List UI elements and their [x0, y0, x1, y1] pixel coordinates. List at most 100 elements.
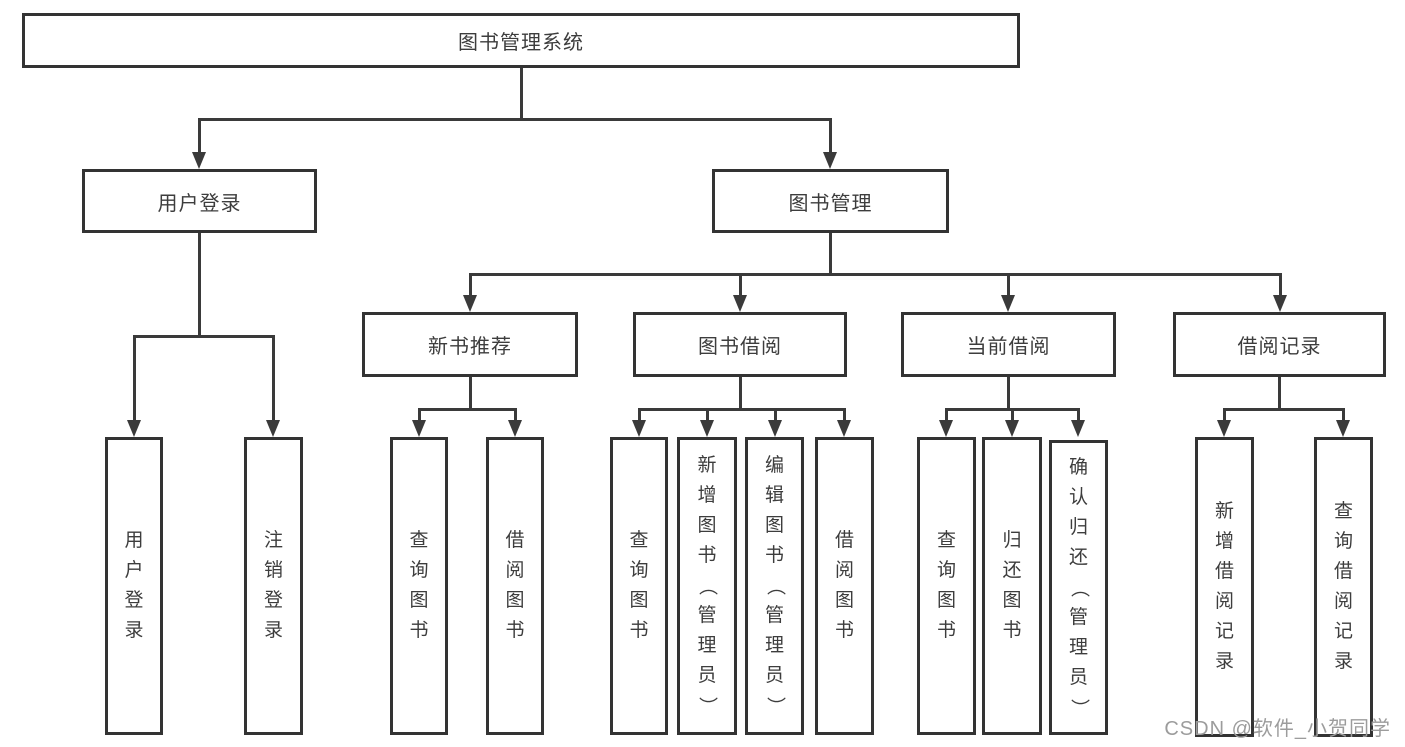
- connector-line: [468, 273, 1282, 276]
- connector-line: [1277, 377, 1281, 411]
- node-leaf-cb-confirm-return-admin-label: 确认归还（管理员）: [1052, 443, 1105, 732]
- vertical-label-char: 认: [1068, 486, 1088, 508]
- vertical-label-char: 户: [124, 560, 144, 581]
- csdn-watermark: CSDN @软件_小贺同学: [1164, 718, 1391, 740]
- connector-line: [132, 335, 275, 338]
- vertical-label-char: （: [696, 576, 718, 596]
- vertical-label-char: 销: [263, 560, 283, 581]
- node-current-borrowing-label: 当前借阅: [966, 336, 1051, 358]
- arrowhead-down-icon: [823, 152, 837, 169]
- vertical-label-char: （: [1068, 577, 1090, 598]
- vertical-label-char: 新: [697, 455, 717, 476]
- connector-line: [468, 273, 472, 298]
- node-leaf-cb-return-book: 归还图书: [982, 437, 1042, 735]
- vertical-label-char: 注: [263, 530, 283, 551]
- arrowhead-down-icon: [266, 420, 280, 437]
- vertical-label-char: 理: [1068, 636, 1088, 658]
- arrowhead-down-icon: [632, 420, 646, 437]
- arrowhead-down-icon: [1273, 295, 1287, 312]
- node-leaf-rec-borrow-book-label: 借阅图书: [489, 440, 541, 732]
- vertical-label-char: （: [764, 576, 786, 596]
- node-book-management-label: 图书管理: [788, 192, 873, 215]
- node-user-login-group: 用户登录: [82, 169, 317, 233]
- vertical-label-char: 借: [834, 530, 854, 551]
- vertical-label-char: 图: [936, 590, 956, 611]
- connector-line: [1222, 408, 1226, 423]
- vertical-label-char: 询: [629, 560, 649, 581]
- node-leaf-user-login-label: 用户登录: [108, 440, 160, 732]
- node-leaf-bb-add-book-admin-label: 新增图书（管理员）: [680, 440, 734, 732]
- connector-line: [1006, 377, 1010, 411]
- vertical-label-char: 图: [409, 590, 429, 611]
- node-borrowing-records: 借阅记录: [1173, 312, 1386, 377]
- node-leaf-rec-query-book-label: 查询图书: [393, 440, 445, 732]
- node-leaf-bb-edit-book-admin-label: 编辑图书（管理员）: [748, 440, 801, 732]
- node-leaf-rec-borrow-book: 借阅图书: [486, 437, 544, 735]
- vertical-label-char: 登: [124, 590, 144, 611]
- connector-line: [197, 233, 201, 338]
- vertical-label-char: 书: [834, 620, 854, 641]
- vertical-label-char: 辑: [764, 485, 784, 506]
- node-leaf-bb-borrow-book: 借阅图书: [815, 437, 874, 735]
- vertical-label-char: 归: [1068, 516, 1088, 538]
- vertical-label-char: ）: [696, 696, 718, 716]
- node-leaf-rec-query-book: 查询图书: [390, 437, 448, 735]
- arrowhead-down-icon: [463, 295, 477, 312]
- vertical-label-char: 阅: [834, 560, 854, 581]
- vertical-label-char: 查: [629, 530, 649, 551]
- vertical-label-char: 书: [764, 545, 784, 566]
- connector-line: [197, 118, 201, 155]
- arrowhead-down-icon: [1005, 420, 1019, 437]
- arrowhead-down-icon: [939, 420, 953, 437]
- node-leaf-cb-return-book-label: 归还图书: [985, 440, 1039, 732]
- connector-line: [705, 408, 709, 423]
- node-leaf-bb-add-book-admin: 新增图书（管理员）: [677, 437, 737, 735]
- node-leaf-cb-query-book-label: 查询图书: [920, 440, 973, 732]
- arrowhead-down-icon: [192, 152, 206, 169]
- arrowhead-down-icon: [733, 295, 747, 312]
- arrowhead-down-icon: [412, 420, 426, 437]
- connector-line: [1076, 408, 1080, 423]
- vertical-label-char: 增: [1214, 531, 1234, 552]
- node-current-borrowing: 当前借阅: [901, 312, 1116, 377]
- vertical-label-char: 阅: [1333, 591, 1353, 612]
- vertical-label-char: 记: [1333, 621, 1353, 642]
- vertical-label-char: 图: [1002, 590, 1022, 611]
- vertical-label-char: 员: [1068, 666, 1088, 688]
- vertical-label-char: 编: [764, 455, 784, 476]
- vertical-label-char: 管: [1068, 606, 1088, 628]
- vertical-label-char: 录: [263, 620, 283, 641]
- node-leaf-br-query-record-label: 查询借阅记录: [1317, 440, 1370, 734]
- vertical-label-char: 书: [409, 620, 429, 641]
- vertical-label-char: 员: [764, 665, 784, 686]
- connector-line: [197, 118, 832, 121]
- node-leaf-user-login: 用户登录: [105, 437, 163, 735]
- connector-line: [1222, 408, 1345, 411]
- vertical-label-char: 借: [1214, 561, 1234, 582]
- vertical-label-char: 询: [409, 560, 429, 581]
- connector-line: [271, 335, 275, 423]
- vertical-label-char: 理: [697, 635, 717, 656]
- vertical-label-char: 还: [1002, 560, 1022, 581]
- connector-line: [828, 118, 832, 155]
- connector-line: [1278, 273, 1282, 298]
- connector-line: [773, 408, 777, 423]
- node-book-management: 图书管理: [712, 169, 949, 233]
- vertical-label-char: 录: [1214, 651, 1234, 672]
- vertical-label-char: 书: [697, 545, 717, 566]
- vertical-label-char: 记: [1214, 621, 1234, 642]
- node-leaf-br-add-record-label: 新增借阅记录: [1198, 440, 1251, 734]
- arrowhead-down-icon: [837, 420, 851, 437]
- arrowhead-down-icon: [700, 420, 714, 437]
- connector-line: [417, 408, 421, 423]
- connector-line: [513, 408, 517, 423]
- node-library-management-system: 图书管理系统: [22, 13, 1020, 68]
- vertical-label-char: ）: [1068, 697, 1090, 718]
- vertical-label-char: 录: [1333, 651, 1353, 672]
- arrowhead-down-icon: [1071, 420, 1085, 437]
- node-book-borrowing-label: 图书借阅: [698, 336, 782, 358]
- node-leaf-bb-query-book: 查询图书: [610, 437, 668, 735]
- vertical-label-char: 借: [505, 530, 525, 551]
- connector-line: [132, 335, 136, 423]
